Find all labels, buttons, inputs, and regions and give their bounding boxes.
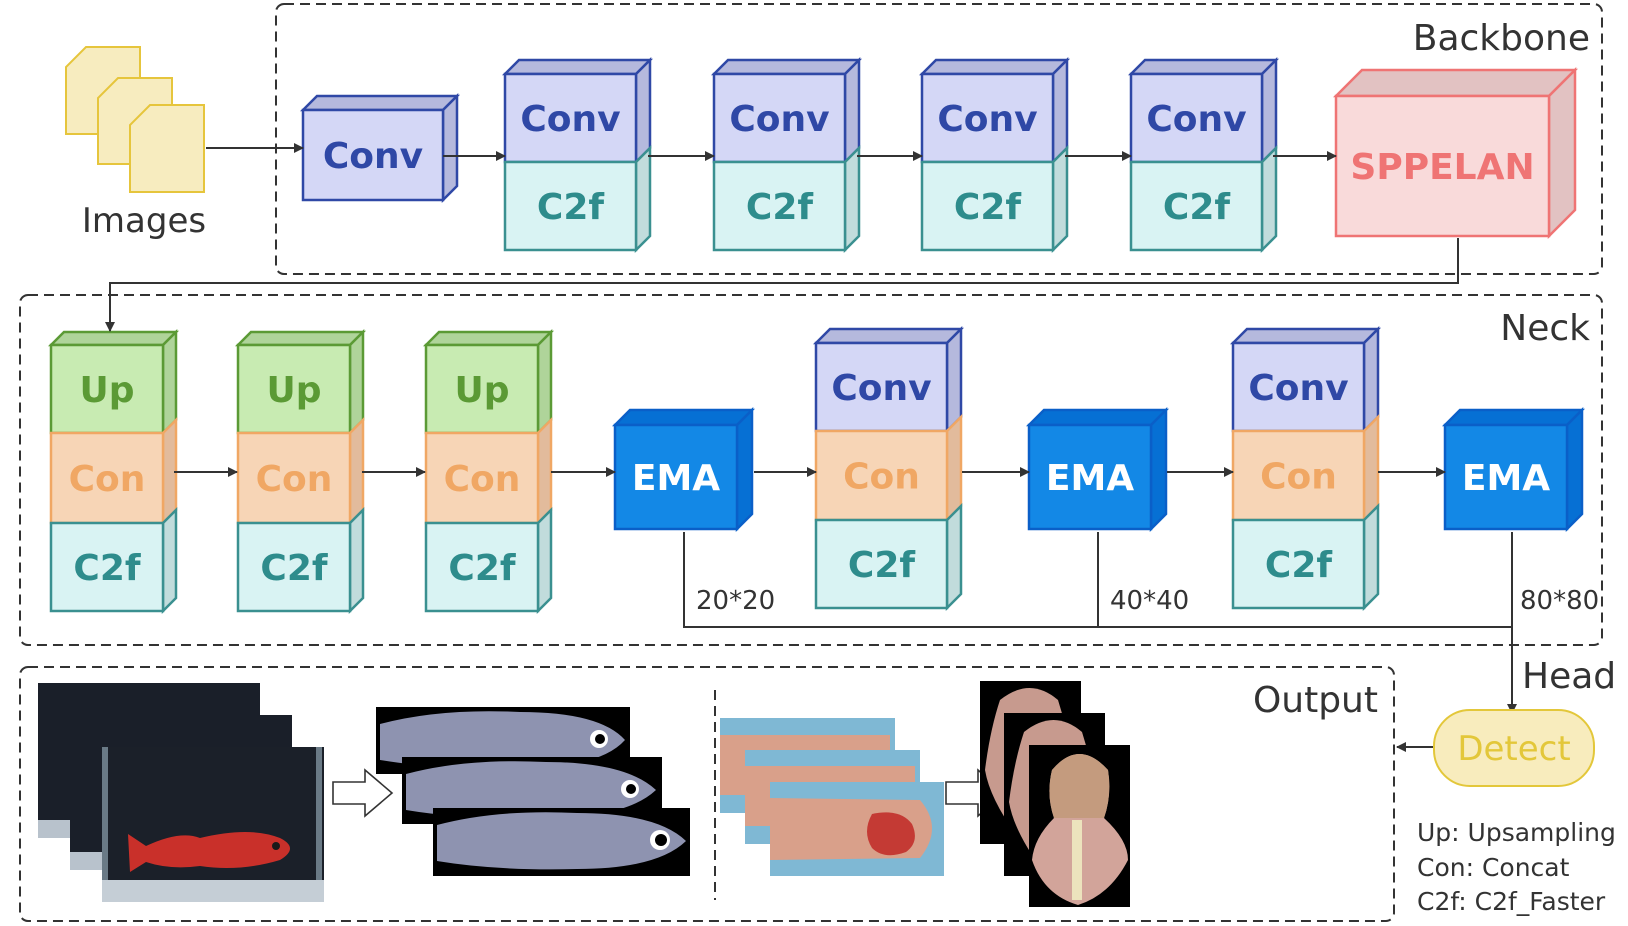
ema-block-1-label: EMA: [632, 458, 720, 499]
neck-down-stack-1-conv: Conv: [812, 325, 965, 435]
backbone-stage-2-conv-label: Conv: [729, 99, 829, 140]
ema-block-3-label: EMA: [1462, 458, 1550, 499]
detect-block: Detect: [1433, 709, 1595, 787]
backbone-stage-2-conv: Conv: [710, 56, 863, 166]
ema-block-1: EMA: [611, 406, 756, 533]
neck-up-stack-2-up-label: Up: [266, 370, 321, 411]
backbone-stage-1-conv-label: Conv: [520, 99, 620, 140]
neck-up-stack-3-up-label: Up: [454, 370, 509, 411]
backbone-title: Backbone: [1413, 18, 1590, 59]
output-title: Output: [1253, 680, 1378, 721]
neck-down-stack-1-c2f: C2f: [814, 502, 963, 612]
cropped-fish-side-images: [376, 707, 690, 876]
neck-up-stack-1-con: Con: [49, 416, 178, 527]
neck-up-stack-1-c2f: C2f: [49, 506, 178, 615]
neck-down-stack-1-con: Con: [814, 413, 963, 524]
neck-down-stack-2-conv-label: Conv: [1248, 368, 1348, 409]
detect-label: Detect: [1457, 729, 1570, 769]
neck-down-stack-1-conv-label: Conv: [831, 368, 931, 409]
neck-down-stack-1-c2f-label: C2f: [848, 545, 915, 586]
scale-label-3: 80*80: [1520, 586, 1599, 616]
scale-label-1: 20*20: [696, 586, 775, 616]
neck-down-stack-2-c2f: C2f: [1231, 502, 1380, 612]
arrow-outline-1: [332, 768, 394, 818]
neck-up-stack-3-up: Up: [422, 328, 555, 437]
legend-item-c2f: C2f: C2f_Faster: [1417, 887, 1606, 916]
backbone-stage-1-c2f-label: C2f: [537, 187, 604, 228]
output-frame: [19, 666, 1395, 922]
neck-up-stack-2-con: Con: [236, 416, 365, 527]
segmented-head-red: [867, 812, 915, 856]
legend-item-con: Con: Concat: [1417, 853, 1570, 882]
neck-up-stack-1-up-label: Up: [79, 370, 134, 411]
backbone-stage-4-conv: Conv: [1127, 56, 1280, 166]
image-stack-icon: [65, 46, 205, 193]
ema-block-3: EMA: [1441, 406, 1586, 533]
neck-down-stack-2-con-label: Con: [1260, 456, 1337, 497]
scale-label-2: 40*40: [1110, 586, 1189, 616]
backbone-stage-2-c2f: C2f: [712, 144, 861, 254]
backbone-stage-3-conv-label: Conv: [937, 99, 1037, 140]
sppelan-block-label: SPPELAN: [1350, 147, 1534, 188]
connectors: [105, 143, 1517, 752]
neck-up-stack-1-up: Up: [47, 328, 180, 437]
backbone-stage-3-c2f: C2f: [920, 144, 1069, 254]
sppelan-block: SPPELAN: [1332, 66, 1579, 240]
backbone-stage-4-c2f: C2f: [1129, 144, 1278, 254]
backbone-stage-1-conv: Conv: [501, 56, 654, 166]
neck-up-stack-3-con: Con: [424, 416, 553, 527]
ema-block-2-label: EMA: [1046, 458, 1134, 499]
backbone-stage-1-c2f: C2f: [503, 144, 652, 254]
neck-up-stack-2-con-label: Con: [256, 459, 333, 500]
neck-down-stack-2-c2f-label: C2f: [1265, 545, 1332, 586]
cropped-head-images: [980, 681, 1130, 907]
neck-up-stack-1-c2f-label: C2f: [73, 548, 140, 589]
neck-frame: [19, 294, 1603, 646]
ema-block-2: EMA: [1025, 406, 1170, 533]
dorsal-fish-images: [720, 718, 944, 876]
backbone-stage-3-conv: Conv: [918, 56, 1071, 166]
line-ema1-out: [683, 532, 1512, 628]
neck-up-stack-1-con-label: Con: [69, 459, 146, 500]
backbone-stage-2-c2f-label: C2f: [746, 187, 813, 228]
backbone-stem-conv-label: Conv: [323, 136, 423, 177]
neck-down-stack-1-con-label: Con: [843, 456, 920, 497]
neck-up-stack-3-c2f: C2f: [424, 506, 553, 615]
legend: Up: Upsampling Con: Concat C2f: C2f_Fast…: [1417, 818, 1616, 916]
neck-up-stack-3-c2f-label: C2f: [448, 548, 515, 589]
segmented-fish-red: [128, 832, 290, 872]
backbone-stage-3-c2f-label: C2f: [954, 187, 1021, 228]
neck-down-stack-2-conv: Conv: [1229, 325, 1382, 435]
neck-up-stack-3-con-label: Con: [444, 459, 521, 500]
neck-up-stack-2-up: Up: [234, 328, 367, 437]
head-title: Head: [1522, 656, 1616, 697]
backbone-frame: [275, 3, 1603, 275]
neck-title: Neck: [1500, 308, 1590, 349]
raw-tank-images: [38, 683, 324, 902]
neck-down-stack-2-con: Con: [1231, 413, 1380, 524]
images-label: Images: [82, 201, 206, 241]
neck-up-stack-2-c2f: C2f: [236, 506, 365, 615]
legend-item-up: Up: Upsampling: [1417, 818, 1616, 847]
backbone-stage-4-conv-label: Conv: [1146, 99, 1246, 140]
neck-up-stack-2-c2f-label: C2f: [260, 548, 327, 589]
backbone-stage-4-c2f-label: C2f: [1163, 187, 1230, 228]
backbone-stem-conv: Conv: [299, 92, 461, 204]
arrow-sppelan-to-neck: [105, 238, 1459, 332]
